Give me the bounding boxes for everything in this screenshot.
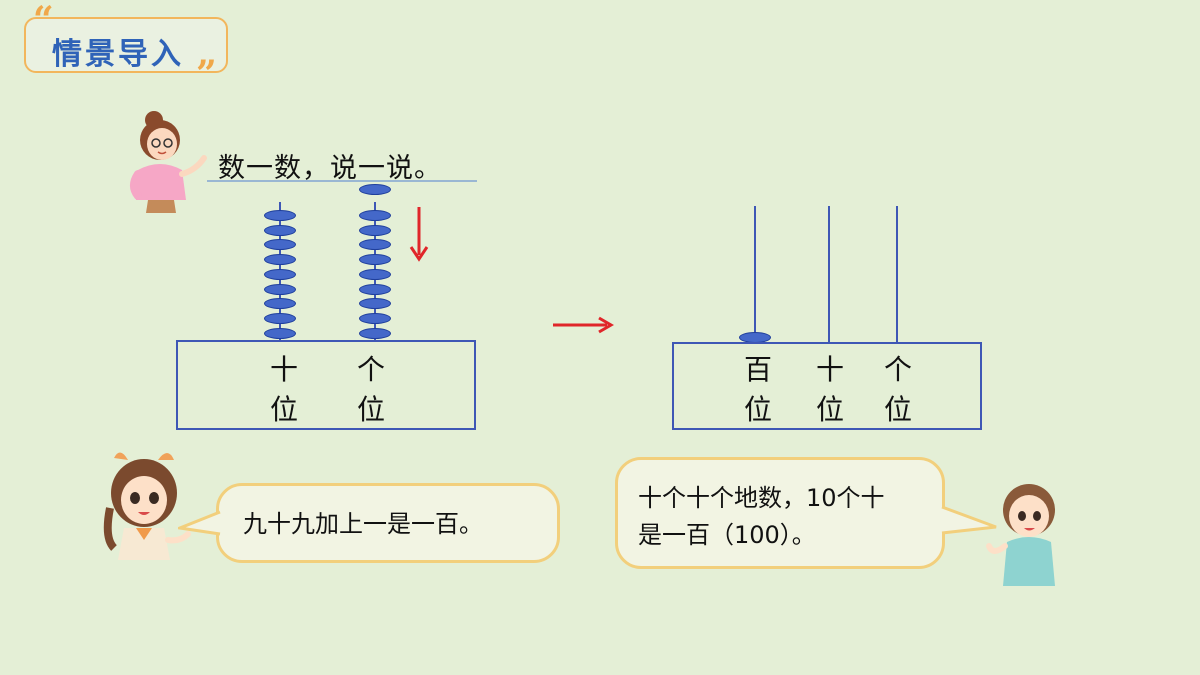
add-one-down-arrow [409,207,429,262]
hundreds-place-label-bottom: 位 [743,393,772,426]
tens-bead [264,283,296,295]
ones-bead [359,298,391,310]
right-tens-rod [828,206,830,344]
hundreds-rod [754,206,756,344]
left-abacus-base: 十 位 个 位 [176,340,476,430]
ones-bead [359,283,391,295]
ones-bead [359,327,391,339]
ones-place-label-top: 个 [356,353,385,386]
tens-place-label-top: 十 [269,353,298,386]
boy-illustration [986,484,1055,586]
left-abacus-rods [179,184,479,345]
tens-bead [264,312,296,324]
right-tens-place-label-bottom: 位 [815,393,844,426]
right-ones-rod [896,206,898,344]
ones-place-label-bottom: 位 [356,393,385,426]
tens-bead [264,239,296,251]
ones-bead [359,224,391,236]
tens-bead [264,254,296,266]
prompt-text: 数一数，说一说。 [218,153,442,184]
tens-bead [264,298,296,310]
tens-bead [264,268,296,280]
girl-speech-bubble: 九十九加上一是一百。 [216,483,560,563]
section-title: 情景导入 [52,37,184,72]
tens-bead [264,210,296,221]
transform-right-arrow [553,316,614,334]
quote-close-mark: ” [196,53,217,95]
girl-speech-text: 九十九加上一是一百。 [243,510,483,538]
ones-bead [359,254,391,266]
boy-speech-bubble: 十个十个地数，10个十 是一百（100）。 [615,457,945,569]
quote-open-mark: “ [33,0,54,41]
boy-speech-line2: 是一百（100）。 [638,521,816,549]
ones-bead [359,268,391,280]
ones-bead [359,210,391,221]
right-tens-place-label-top: 十 [815,353,844,386]
ones-bead [359,312,391,324]
tens-bead [264,327,296,339]
section-title-tag: 情景导入 [24,17,228,73]
boy-speech-line1: 十个十个地数，10个十 [638,484,885,512]
prompt-underline [207,180,477,182]
ones-bead [359,239,391,251]
tens-bead [264,224,296,236]
added-ones-bead [359,184,391,195]
tens-place-label-bottom: 位 [269,393,298,426]
girl-bubble-tail [178,510,221,536]
right-ones-place-label-bottom: 位 [883,393,912,426]
girl-illustration [103,452,191,560]
right-ones-place-label-top: 个 [883,353,912,386]
teacher-illustration [130,111,207,213]
right-abacus-base: 百 位 十 位 个 位 [672,342,982,430]
hundreds-place-label-top: 百 [743,353,772,386]
boy-bubble-tail [941,505,997,535]
